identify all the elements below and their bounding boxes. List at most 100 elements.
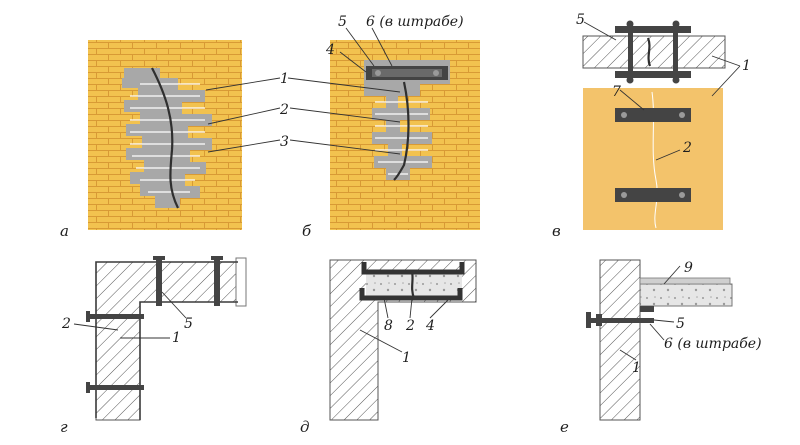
panel-a: а [60, 40, 281, 240]
panel-letter-e: е [560, 418, 569, 436]
wall-section-e [599, 259, 641, 421]
nut-4-g [86, 382, 90, 393]
bolt-lower-left-v [621, 192, 627, 198]
repair-zone-a [122, 68, 212, 208]
nut-top-left-v [626, 20, 634, 28]
tie-rod-e [590, 318, 654, 323]
bolt-upper-left-v [621, 112, 627, 118]
callout-7-v: 7 [612, 84, 621, 100]
panel-letter-v: в [552, 222, 561, 240]
plate-b-inner [372, 69, 442, 77]
channel-top-d [361, 262, 465, 275]
bolt-top-1-g [156, 258, 162, 306]
slab-section-e [639, 283, 733, 307]
channel-bottom-d [359, 288, 463, 301]
leader-5-g [161, 291, 187, 319]
bolt-b-left [375, 70, 381, 76]
callout-8-d: 8 [384, 318, 393, 334]
plate-upper-v [615, 108, 691, 122]
nut-bottom-left-v [626, 76, 634, 84]
panel-letter-a: а [60, 222, 69, 240]
bolt-lower-right-v [679, 192, 685, 198]
callout-5-g: 5 [184, 316, 193, 332]
callout-5-e: 5 [676, 316, 685, 332]
panel-e: 9 5 6 (в штрабе) 1 е [560, 259, 762, 436]
plate-top-v [615, 26, 691, 33]
angle-outer-g [95, 261, 238, 418]
panel-letter-g: г [60, 418, 68, 436]
callout-1-e: 1 [632, 360, 641, 376]
nut-bottom-right-v [672, 76, 680, 84]
brick-joints-b [375, 101, 428, 175]
callout-2-v: 2 [682, 140, 692, 156]
callout-1-ab: 1 [280, 71, 289, 87]
callout-5-b: 5 [338, 14, 347, 30]
nut-top-right-v [672, 20, 680, 28]
leader-2-b [289, 107, 401, 123]
callout-5-v: 5 [576, 12, 585, 28]
leader-5-b [345, 27, 375, 67]
callout-4-d: 4 [425, 318, 435, 334]
panel-letter-b: б [302, 222, 312, 240]
leader-3-b [289, 139, 401, 155]
crack-b [393, 81, 410, 181]
callout-2-d: 2 [405, 318, 415, 334]
wall-plan-section-v [582, 35, 726, 69]
bolt-side-1-g [90, 314, 144, 319]
leader-4-d [429, 297, 451, 319]
anchor-plate-e [586, 312, 591, 328]
crack-a [151, 67, 179, 209]
plate-lower-v [615, 188, 691, 202]
callout-6-b: 6 (в штрабе) [366, 14, 464, 30]
callout-6-e: 6 (в штрабе) [664, 336, 762, 352]
leader-2-g [73, 323, 119, 331]
leader-4-b [339, 51, 367, 73]
leader-3-a [207, 139, 281, 153]
leader-1-v-top [711, 55, 741, 67]
leader-9-e [663, 265, 681, 285]
callout-4-b: 4 [325, 42, 335, 58]
panel-v: 5 1 7 2 в [552, 12, 751, 240]
leader-5-v [583, 21, 617, 41]
bolt-right-v [673, 24, 678, 80]
angle-inner-g [139, 301, 238, 420]
brick-joints-a [130, 83, 205, 193]
leader-2-d [409, 297, 413, 319]
leader-1-v-bottom [711, 65, 741, 97]
leader-6-e [649, 323, 665, 341]
callout-2-g: 2 [61, 316, 71, 332]
nut-1-g [153, 256, 165, 260]
channel-fill-d [366, 272, 462, 298]
nut-2-g [211, 256, 223, 260]
callout-1-d: 1 [402, 350, 411, 366]
callout-2-ab: 2 [279, 102, 289, 118]
callout-1-v: 1 [742, 58, 751, 74]
cut-edge-g [235, 257, 247, 307]
callout-1-g: 1 [172, 330, 181, 346]
leader-1-d [359, 329, 403, 353]
plate-bottom-v [615, 71, 691, 78]
bolt-b-right [433, 70, 439, 76]
leader-2-a [207, 107, 281, 125]
panel-letter-d: д [300, 418, 310, 436]
leader-1-b [287, 77, 401, 93]
nut-3-g [86, 311, 90, 322]
callout-9-e: 9 [684, 260, 693, 276]
leader-7-v [619, 89, 645, 111]
bolt-side-2-g [90, 385, 144, 390]
slab-topping-e [639, 277, 731, 285]
leader-2-v [655, 149, 681, 161]
leader-6-b [371, 27, 393, 67]
leader-1-e [619, 349, 637, 361]
bolt-upper-right-v [679, 112, 685, 118]
panel-b: б [287, 27, 480, 240]
panel-g: 5 2 1 г [60, 256, 247, 436]
crack-plan-v [646, 37, 652, 67]
leader-8-d [383, 297, 389, 319]
bolt-top-2-g [214, 258, 220, 306]
bracket-e [640, 306, 654, 312]
panel-d: 8 2 4 1 д [300, 259, 477, 436]
callout-3-ab: 3 [280, 134, 289, 150]
